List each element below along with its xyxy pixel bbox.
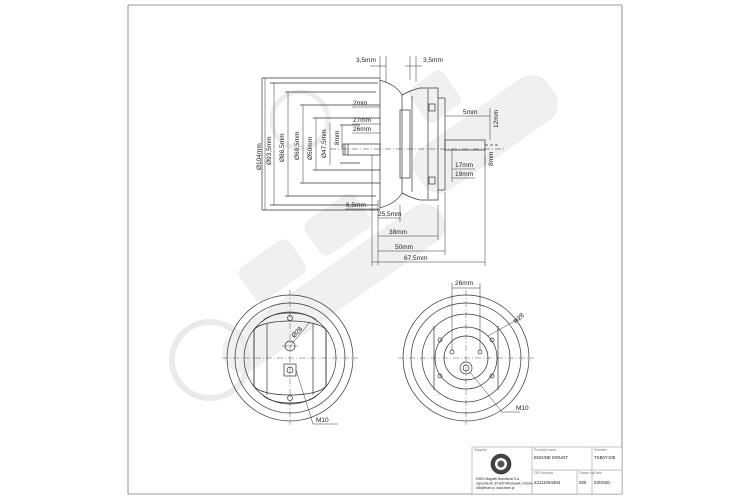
supplier-line-2: Ogrodna 46, 87-800 Wloclawek, Poland bbox=[476, 482, 533, 486]
dim-l5: 5mm bbox=[463, 109, 477, 116]
supplier-line-3: info@esen.pl, www.esen.pl bbox=[476, 486, 515, 490]
dim-d104: Ø104mm bbox=[256, 143, 263, 170]
supplier-head: Supplier bbox=[474, 448, 488, 452]
dim-m10-right: M10 bbox=[516, 405, 529, 412]
dim-r28: R28 bbox=[512, 312, 526, 326]
dim-m10-left: M10 bbox=[316, 417, 329, 424]
oe-head: OE Number bbox=[534, 471, 554, 475]
side-view bbox=[261, 77, 505, 211]
drawn-by: 000 bbox=[579, 480, 587, 485]
dim-l17: 17mm bbox=[455, 162, 473, 169]
number-head: Number bbox=[594, 448, 608, 452]
front-view-left bbox=[222, 290, 358, 425]
dim-h8-right: 8mm bbox=[488, 152, 495, 166]
date: 03/2020 bbox=[594, 480, 610, 485]
oe-number: 22111094364 bbox=[534, 480, 561, 485]
drawn-head: Drawn by bbox=[579, 471, 594, 475]
dim-d86-5: Ø86,5mm bbox=[279, 133, 286, 162]
side-view-dimension-lines bbox=[264, 56, 491, 266]
dim-l26: 26mm bbox=[353, 126, 371, 133]
supplier-line-1: ESEN Magneti Motorisiniz S.A. bbox=[476, 477, 520, 481]
side-view-labels: 3,5mm 3,5mm Ø104mm Ø93,5mm Ø86,5mm Ø69,5… bbox=[256, 57, 500, 262]
part-number: TSB0Y108 bbox=[594, 455, 616, 460]
dim-top-right: 3,5mm bbox=[423, 57, 443, 64]
dim-h8-inner: 8mm bbox=[334, 131, 341, 145]
date-head: Date bbox=[594, 471, 602, 475]
dim-l2: 2mm bbox=[353, 100, 367, 107]
dim-l27: 27mm bbox=[353, 117, 371, 124]
dim-l19: 19mm bbox=[455, 171, 473, 178]
product-name: ENGINE MOUNT bbox=[534, 455, 568, 460]
dim-l26-bottom: 26mm bbox=[455, 280, 473, 287]
rear-view-right bbox=[398, 283, 534, 425]
dim-top-left: 3,5mm bbox=[356, 57, 376, 64]
supplier-logo bbox=[490, 453, 512, 475]
product-name-head: Product name bbox=[534, 448, 556, 452]
dim-l67-5: 67,5mm bbox=[404, 255, 427, 262]
dim-l6-5: 6,5mm bbox=[346, 202, 366, 209]
title-block-text: Supplier ESEN Magneti Motorisiniz S.A. O… bbox=[474, 448, 616, 490]
dim-d47-5: Ø47,5mm bbox=[321, 129, 328, 158]
dim-d93-5: Ø93,5mm bbox=[266, 136, 273, 165]
watermark-logo bbox=[169, 70, 558, 401]
dim-l50: 50mm bbox=[395, 244, 413, 251]
dim-l12: 12mm bbox=[493, 110, 500, 128]
dim-d50: Ø50mm bbox=[307, 137, 314, 160]
dim-d69-5: Ø69,5mm bbox=[294, 131, 301, 160]
dim-l38: 38mm bbox=[389, 229, 407, 236]
dim-l25-5: 25,5mm bbox=[378, 211, 401, 218]
